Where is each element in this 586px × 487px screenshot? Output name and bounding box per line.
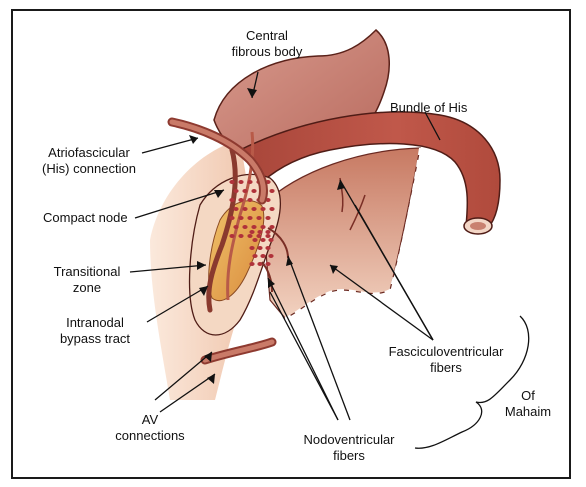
nodal-dot: [242, 225, 247, 229]
label-nodoventricular: Nodoventricular fibers: [290, 432, 408, 464]
nodal-dot: [265, 262, 270, 266]
nodal-dot: [260, 238, 265, 242]
label-line: zone: [44, 280, 130, 296]
label-line: Transitional: [44, 264, 130, 280]
label-line: (His) connection: [28, 161, 150, 177]
nodal-dot: [257, 246, 262, 250]
nodal-dot: [242, 207, 247, 211]
label-av-connections: AV connections: [110, 412, 190, 444]
label-central-fibrous-body: Central fibrous body: [222, 28, 312, 60]
nodal-dot: [249, 262, 254, 266]
nodal-dot: [268, 254, 273, 258]
nodal-dot: [260, 207, 265, 211]
nodal-dot: [252, 238, 257, 242]
nodal-dot: [247, 216, 252, 220]
label-line: Bundle of His: [390, 100, 467, 116]
nodal-dot: [269, 189, 274, 193]
label-fasciculoventricular: Fasciculoventricular fibers: [386, 344, 506, 376]
label-line: fibers: [290, 448, 408, 464]
nodal-dot: [249, 230, 254, 234]
label-line: connections: [110, 428, 190, 444]
nodal-dot: [265, 246, 270, 250]
label-line: fibers: [386, 360, 506, 376]
label-line: Mahaim: [498, 404, 558, 420]
nodal-dot: [229, 234, 234, 238]
ventricular-septum-sheet: [262, 148, 420, 318]
nodal-dot: [265, 216, 270, 220]
nodal-dot: [251, 225, 256, 229]
label-transitional-zone: Transitional zone: [44, 264, 130, 296]
nodal-dot: [252, 254, 257, 258]
nodal-dot: [229, 198, 234, 202]
nodal-dot: [247, 234, 252, 238]
nodal-dot: [238, 198, 243, 202]
label-line: bypass tract: [50, 331, 140, 347]
label-compact-node: Compact node: [43, 210, 128, 226]
nodal-dot: [238, 180, 243, 184]
nodal-dot: [233, 189, 238, 193]
nodal-dot: [251, 207, 256, 211]
nodal-dot: [269, 207, 274, 211]
label-line: Of: [498, 388, 558, 404]
label-bundle-of-his: Bundle of His: [390, 100, 467, 116]
label-mahaim: Of Mahaim: [498, 388, 558, 420]
nodal-dot: [247, 180, 252, 184]
nodal-dot: [260, 254, 265, 258]
label-line: Intranodal: [50, 315, 140, 331]
label-line: fibrous body: [222, 44, 312, 60]
nodal-dot: [251, 189, 256, 193]
nodal-dot: [256, 216, 261, 220]
nodal-dot: [238, 234, 243, 238]
nodal-dot: [249, 246, 254, 250]
nodal-dot: [233, 207, 238, 211]
nodal-dot: [257, 230, 262, 234]
nodal-dot: [247, 198, 252, 202]
label-atriofascicular: Atriofascicular (His) connection: [28, 145, 150, 177]
nodal-dot: [265, 230, 270, 234]
mahaim-brace: [415, 316, 529, 448]
nodal-dot: [256, 234, 261, 238]
nodal-dot: [265, 234, 270, 238]
label-line: Nodoventricular: [290, 432, 408, 448]
label-intranodal-bypass: Intranodal bypass tract: [50, 315, 140, 347]
label-line: Fasciculoventricular: [386, 344, 506, 360]
nodal-dot: [233, 225, 238, 229]
label-line: Compact node: [43, 210, 128, 226]
nodal-dot: [229, 180, 234, 184]
label-line: Atriofascicular: [28, 145, 150, 161]
nodal-dot: [238, 216, 243, 220]
nodal-dot: [268, 238, 273, 242]
nodal-dot: [229, 216, 234, 220]
label-line: AV: [110, 412, 190, 428]
nodal-dot: [260, 225, 265, 229]
label-line: Central: [222, 28, 312, 44]
nodal-dot: [242, 189, 247, 193]
